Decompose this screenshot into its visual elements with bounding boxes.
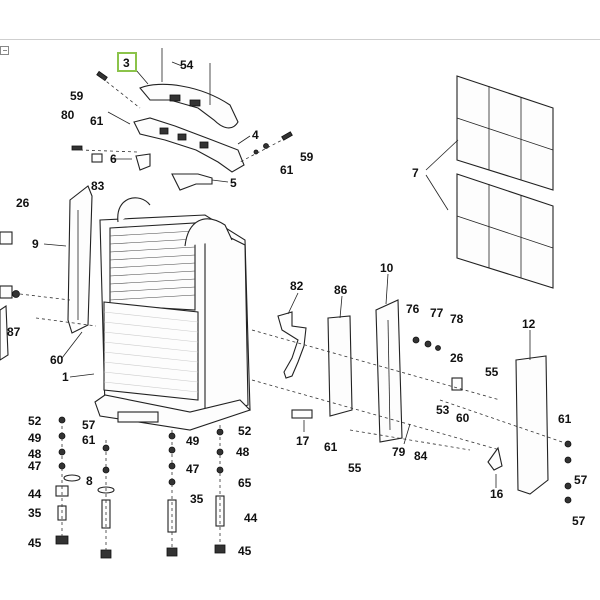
callout-44[interactable]: 44 [244,511,258,525]
callout-54[interactable]: 54 [180,58,194,72]
callout-53[interactable]: 53 [436,403,450,417]
bracket-5[interactable] [171,173,213,191]
callout-78[interactable]: 78 [450,312,464,326]
callout-12[interactable]: 12 [522,317,536,331]
callout-10[interactable]: 10 [380,261,394,275]
callout-26[interactable]: 26 [16,196,30,210]
callout-84[interactable]: 84 [414,449,428,463]
callout-47[interactable]: 47 [28,459,42,473]
bolt-59-right[interactable] [253,131,293,155]
callout-16[interactable]: 16 [490,487,504,501]
callout-60[interactable]: 60 [456,411,470,425]
callout-labels: 3 54 59 61 80 6 4 59 61 83 5 7 26 9 87 6… [7,56,588,558]
top-bracket-3[interactable] [139,83,239,129]
callout-5[interactable]: 5 [230,176,237,190]
callout-52[interactable]: 52 [28,414,42,428]
clip-83[interactable] [91,153,103,163]
callout-87[interactable]: 87 [7,325,21,339]
clamp-26-right[interactable] [451,377,463,391]
plate-87[interactable] [0,290,20,361]
callout-3[interactable]: 3 [123,56,130,70]
shroud-12[interactable] [515,355,549,495]
callout-61[interactable]: 61 [280,163,294,177]
bolt-54[interactable] [161,48,211,105]
callout-57[interactable]: 57 [82,418,96,432]
callout-17[interactable]: 17 [296,434,310,448]
callout-83[interactable]: 83 [91,179,105,193]
callout-49[interactable]: 49 [28,431,42,445]
side-panel-9[interactable] [67,185,93,334]
assembly-guide-lines [19,77,569,556]
hardware-stack-right[interactable] [564,440,572,504]
callout-65[interactable]: 65 [238,476,252,490]
filter-screen-7-lower[interactable] [456,173,554,289]
callout-59[interactable]: 59 [300,150,314,164]
callout-59[interactable]: 59 [70,89,84,103]
collapse-icon[interactable] [0,46,9,55]
callout-26[interactable]: 26 [450,351,464,365]
callout-61[interactable]: 61 [82,433,96,447]
callout-49[interactable]: 49 [186,434,200,448]
panel-10[interactable] [375,299,403,443]
callout-76[interactable]: 76 [406,302,420,316]
top-border-line [0,39,600,40]
callout-45[interactable]: 45 [28,536,42,550]
callout-86[interactable]: 86 [334,283,348,297]
callout-1[interactable]: 1 [62,370,69,384]
callout-82[interactable]: 82 [290,279,304,293]
small-hardware-76-77-78[interactable] [412,336,441,351]
callout-52[interactable]: 52 [238,424,252,438]
callout-55[interactable]: 55 [348,461,362,475]
callout-35[interactable]: 35 [190,492,204,506]
bolt-80[interactable] [71,145,83,151]
selected-callout-highlight [117,52,137,72]
callout-60[interactable]: 60 [50,353,64,367]
radiator-core-1[interactable] [94,197,252,431]
bracket-16[interactable] [487,446,503,471]
callout-48[interactable]: 48 [236,445,250,459]
callout-9[interactable]: 9 [32,237,39,251]
callout-61[interactable]: 61 [324,440,338,454]
callout-47[interactable]: 47 [186,462,200,476]
callout-4[interactable]: 4 [252,128,259,142]
callout-7[interactable]: 7 [412,166,419,180]
bracket-17[interactable] [291,409,313,419]
hardware-stack-center[interactable] [166,432,178,557]
filter-screen-7-upper[interactable] [456,75,554,191]
panel-86[interactable] [327,315,353,417]
callout-35[interactable]: 35 [28,506,42,520]
callout-44[interactable]: 44 [28,487,42,501]
callout-57[interactable]: 57 [572,514,586,528]
mounting-bracket-4[interactable] [133,117,245,173]
callout-45[interactable]: 45 [238,544,252,558]
callout-55[interactable]: 55 [485,365,499,379]
callout-77[interactable]: 77 [430,306,444,320]
callout-61[interactable]: 61 [90,114,104,128]
callout-80[interactable]: 80 [61,108,75,122]
fastener-26-left[interactable] [0,231,13,299]
callout-57[interactable]: 57 [574,473,588,487]
callout-48[interactable]: 48 [28,447,42,461]
callout-8[interactable]: 8 [86,474,93,488]
leader-lines [43,61,531,488]
callout-6[interactable]: 6 [110,152,117,166]
bracket-6[interactable] [135,153,151,171]
hardware-stack-left[interactable] [55,416,81,545]
hose-82[interactable] [277,311,307,379]
callout-61[interactable]: 61 [558,412,572,426]
callout-79[interactable]: 79 [392,445,406,459]
bolt-59-left[interactable] [96,70,108,82]
